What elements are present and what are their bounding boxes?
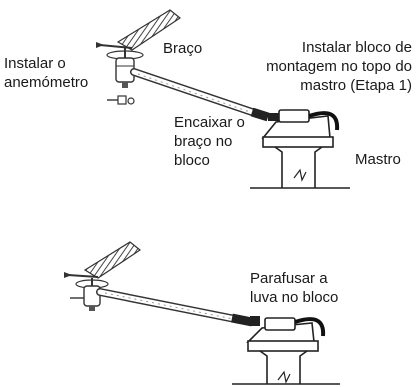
mast bbox=[232, 350, 340, 385]
step2-assembly bbox=[64, 241, 340, 385]
label-line: luva no bloco bbox=[250, 289, 339, 306]
label-line: Encaixar o bbox=[174, 114, 245, 131]
label-screw-sleeve: Parafusar a luva no bloco bbox=[250, 269, 338, 307]
label-mast: Mastro bbox=[355, 150, 401, 169]
label-line: bloco bbox=[174, 152, 210, 169]
wind-vane-icon bbox=[96, 9, 182, 51]
label-line: braço no bbox=[174, 133, 233, 150]
label-install-mount-block: Instalar bloco de montagem no topo do ma… bbox=[266, 38, 412, 95]
label-line: Mastro bbox=[355, 151, 401, 168]
mount-block bbox=[261, 109, 340, 148]
mount-block bbox=[246, 317, 326, 352]
label-fit-arm: Encaixar o braço no bloco bbox=[174, 113, 245, 170]
arm-tube bbox=[130, 68, 280, 122]
anemometer-icon bbox=[106, 48, 144, 88]
step1-assembly bbox=[96, 9, 350, 189]
label-line: Instalar bloco de bbox=[301, 39, 412, 56]
label-line: anemómetro bbox=[4, 74, 89, 91]
wind-vane-icon bbox=[64, 241, 142, 279]
label-line: Parafusar a bbox=[250, 270, 328, 287]
arm-tube bbox=[96, 288, 260, 327]
label-arm: Braço bbox=[163, 39, 202, 58]
screw-icon bbox=[107, 95, 135, 105]
label-install-anemometer: Instalar o anemómetro bbox=[4, 54, 88, 92]
label-line: Instalar o bbox=[4, 55, 66, 72]
label-line: Braço bbox=[163, 40, 203, 57]
label-line: montagem no topo do bbox=[266, 58, 412, 75]
mast bbox=[250, 146, 350, 189]
label-line: mastro (Etapa 1) bbox=[300, 77, 412, 94]
